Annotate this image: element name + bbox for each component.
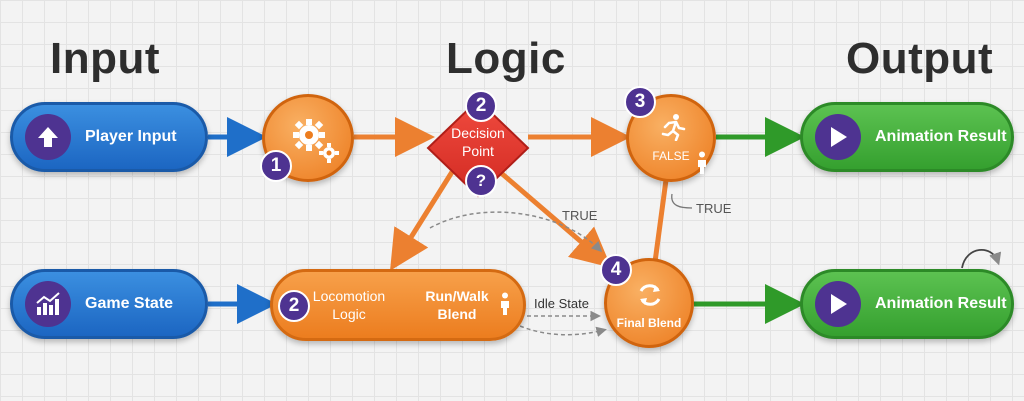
- heading-output: Output: [846, 34, 994, 83]
- heading-logic: Logic: [446, 34, 566, 83]
- refresh-icon: [639, 284, 661, 306]
- running-person-icon: [661, 114, 686, 141]
- true-label-leader: [671, 193, 693, 209]
- dashed-idle-state-lower: [519, 325, 607, 337]
- bar-chart-icon: [25, 281, 71, 327]
- edge-label-true-1: TRUE: [562, 208, 598, 223]
- edge-label-true-2: TRUE: [696, 201, 732, 216]
- play-icon-2: [815, 281, 861, 327]
- loop-arrow-output: [961, 248, 1002, 269]
- locomotion-logic-node[interactable]: [270, 269, 526, 341]
- animation-result-top-label: Animation Result: [875, 128, 1007, 145]
- arrow-up-icon: [25, 114, 71, 160]
- run-walk-line2: Blend: [437, 306, 477, 322]
- step-badge-2-decision: 2: [465, 90, 497, 122]
- gears-icon: [293, 119, 339, 163]
- step-badge-4: 4: [600, 254, 632, 286]
- game-state-node[interactable]: Game State: [10, 269, 208, 339]
- edge-label-idle-state: Idle State: [534, 296, 589, 311]
- player-input-node[interactable]: Player Input: [10, 102, 208, 172]
- step-badge-3: 3: [624, 86, 656, 118]
- animation-result-top[interactable]: Animation Result: [800, 102, 1014, 172]
- player-input-label: Player Input: [85, 128, 177, 145]
- step-badge-2-locomotion: 2: [278, 290, 310, 322]
- play-icon: [815, 114, 861, 160]
- standing-person-icon-2: [501, 292, 509, 315]
- animation-result-bottom-label: Animation Result: [875, 295, 1007, 312]
- locomotion-label-line2: Logic: [332, 306, 366, 322]
- locomotion-label-line1: Locomotion: [312, 288, 386, 304]
- decision-label: Decision Point: [436, 124, 520, 160]
- arrow-decision-to-locomotion: [390, 170, 455, 271]
- run-walk-line1: Run/Walk: [425, 288, 489, 304]
- dashed-curve-locomotion-to-final: [429, 211, 603, 253]
- animation-result-bottom[interactable]: Animation Result: [800, 269, 1014, 339]
- false-label: FALSE: [652, 149, 690, 163]
- heading-input: Input: [50, 34, 161, 83]
- run-walk-blend-label: Run/Walk Blend: [420, 287, 494, 323]
- step-badge-1: 1: [260, 150, 292, 182]
- arrow-decision-to-final-blend: [498, 170, 612, 268]
- game-state-label: Game State: [85, 295, 174, 312]
- standing-person-icon: [698, 151, 706, 174]
- decision-label-line1: Decision: [451, 125, 505, 141]
- question-icon: ?: [465, 165, 497, 197]
- locomotion-label: Locomotion Logic: [300, 287, 398, 323]
- gear-process-node[interactable]: [262, 94, 354, 182]
- decision-label-line2: Point: [462, 143, 494, 159]
- line-false-to-final-blend: [652, 179, 669, 263]
- final-blend-label: Final Blend: [616, 316, 682, 330]
